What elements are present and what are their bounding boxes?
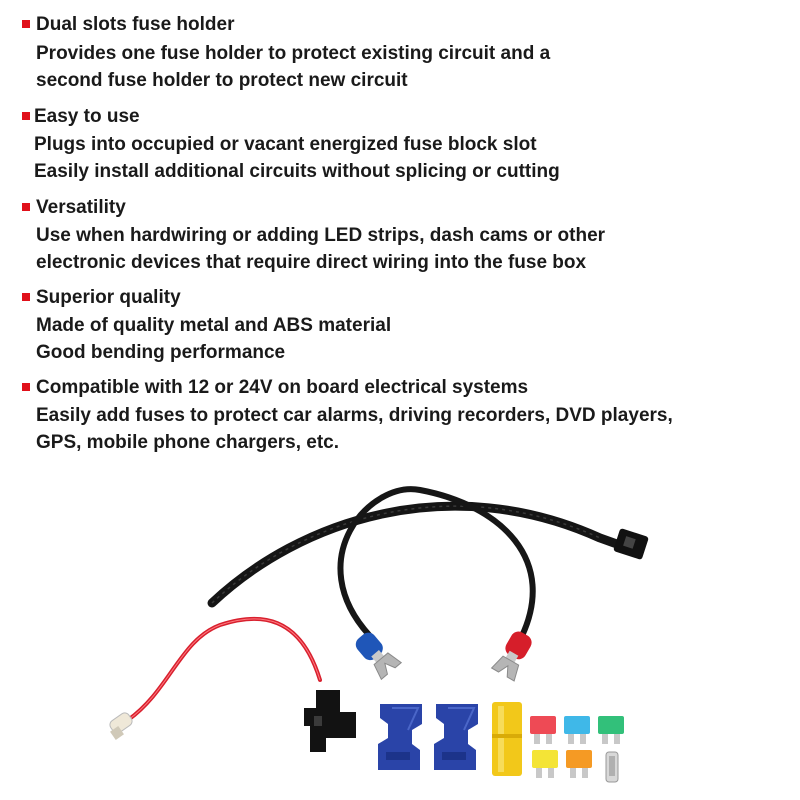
cable-tie <box>207 501 649 608</box>
feature-line: GPS, mobile phone chargers, etc. <box>36 432 340 453</box>
blue-connector <box>434 704 478 770</box>
black-wire-with-spade-terminals <box>337 486 536 682</box>
feature-title: Versatility <box>36 197 126 218</box>
bullet-icon <box>22 20 30 28</box>
feature-line: Provides one fuse holder to protect exis… <box>36 43 551 64</box>
bullet-icon <box>22 383 30 391</box>
fuse-yellow <box>532 750 558 778</box>
blue-connector <box>378 704 422 770</box>
bullet-icon <box>22 293 30 301</box>
feature-line: Easily add fuses to protect car alarms, … <box>36 405 673 426</box>
blue-wire-connectors <box>378 704 478 770</box>
feature-line: Easily install additional circuits witho… <box>34 161 560 182</box>
yellow-wire-tap <box>492 702 522 776</box>
fuse-orange <box>566 750 592 778</box>
bullet-icon <box>22 112 30 120</box>
feature-line: Good bending performance <box>36 342 286 363</box>
product-photo <box>109 486 649 783</box>
mini-blade-fuses <box>530 716 624 783</box>
fuse-red <box>530 716 556 744</box>
feature-title: Superior quality <box>36 287 181 308</box>
fuse-puller <box>605 751 619 783</box>
feature-line: electronic devices that require direct w… <box>36 252 587 273</box>
fuse-holder <box>304 690 356 752</box>
red-wire-fuse-tap <box>109 616 356 752</box>
feature-line: Plugs into occupied or vacant energized … <box>34 134 537 155</box>
blue-terminal <box>355 632 403 681</box>
feature-title: Easy to use <box>34 106 140 127</box>
fuse-green <box>598 716 624 744</box>
feature-line: Use when hardwiring or adding LED strips… <box>36 225 606 246</box>
red-terminal <box>490 631 532 682</box>
fuse-blue <box>564 716 590 744</box>
bullet-icon <box>22 203 30 211</box>
feature-line: second fuse holder to protect new circui… <box>36 70 408 91</box>
feature-title: Compatible with 12 or 24V on board elect… <box>36 377 529 398</box>
feature-line: Made of quality metal and ABS material <box>36 315 392 336</box>
feature-title: Dual slots fuse holder <box>36 14 235 35</box>
